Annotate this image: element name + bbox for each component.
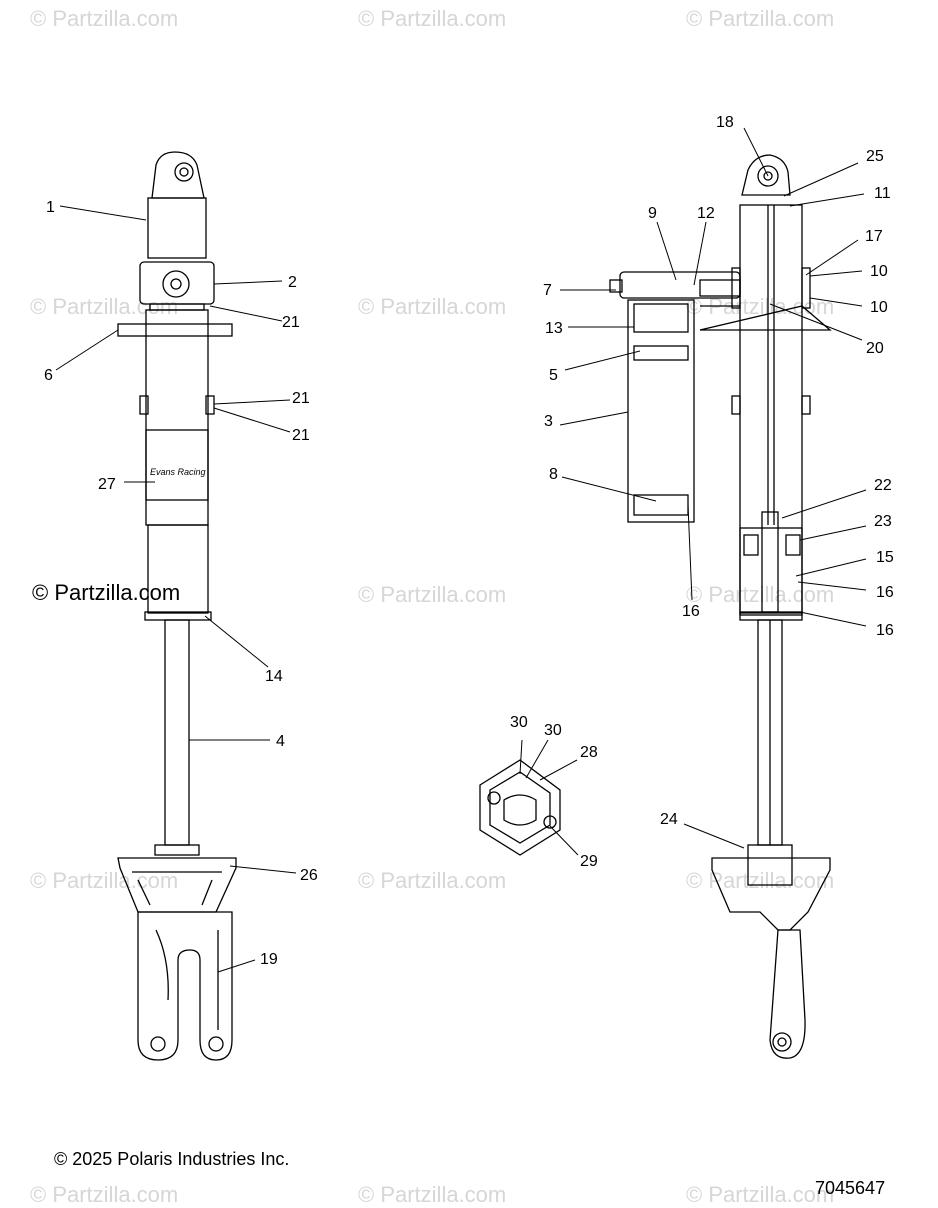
callout-number: 8 [549, 466, 558, 483]
watermark-text: © Partzilla.com [30, 294, 179, 319]
callout-number: 6 [44, 367, 53, 384]
right-shock-section [609, 154, 832, 1059]
diagram-part-number: 7045647 [815, 1178, 886, 1198]
callout-number: 27 [98, 476, 116, 493]
bearing-assembly [479, 759, 561, 856]
callout-number: 21 [292, 390, 310, 407]
adjuster-collar [139, 261, 215, 305]
callout-number: 1 [46, 199, 55, 216]
callout-number: 5 [549, 367, 558, 384]
callout-number: 17 [865, 228, 883, 245]
callout-number: 10 [870, 263, 888, 280]
callout-number: 18 [716, 114, 734, 131]
callout-number: 21 [282, 314, 300, 331]
top-eyelet [151, 151, 205, 199]
callout-number: 22 [874, 477, 892, 494]
callout-number: 16 [682, 603, 700, 620]
callout-number: 16 [876, 584, 894, 601]
callout-number: 25 [866, 148, 884, 165]
callout-number: 11 [874, 185, 891, 202]
clevis-fork [137, 911, 233, 1061]
callout-number: 15 [876, 549, 894, 566]
callout-number: 14 [265, 668, 283, 685]
watermark-text: © Partzilla.com [358, 582, 507, 607]
evans-label-text: Evans Racing [150, 467, 206, 477]
watermark-text: © Partzilla.com [686, 868, 835, 893]
leader-lines [55, 127, 867, 973]
callout-number: 10 [870, 299, 888, 316]
bottom-mount [117, 857, 237, 913]
lower-tube [147, 524, 209, 614]
section-body [739, 204, 803, 616]
callout-number: 19 [260, 951, 278, 968]
shaft [164, 619, 190, 846]
callout-number: 9 [648, 205, 657, 222]
callout-number: 23 [874, 513, 892, 530]
watermark-text: © Partzilla.com [358, 294, 507, 319]
callout-number: 4 [276, 733, 285, 750]
section-clevis [769, 929, 806, 1059]
watermark-text: © Partzilla.com [686, 582, 835, 607]
callout-number: 30 [510, 714, 528, 731]
callout-number: 20 [866, 340, 884, 357]
callout-number: 16 [876, 622, 894, 639]
mount-flange [117, 323, 233, 337]
left-shock-assembly: Evans Racing [117, 151, 237, 1061]
callout-labels: 1234567891010111213141516161617181920212… [44, 114, 894, 968]
watermark-text: © Partzilla.com [30, 6, 179, 31]
callout-number: 30 [544, 722, 562, 739]
callout-number: 21 [292, 427, 310, 444]
watermark-text: © Partzilla.com [358, 868, 507, 893]
copyright-footer: © 2025 Polaris Industries Inc. [54, 1149, 290, 1169]
body-cap [147, 197, 207, 259]
callout-number: 26 [300, 867, 318, 884]
callout-number: 13 [545, 320, 563, 337]
evans-label [145, 429, 209, 501]
callout-number: 3 [544, 413, 553, 430]
callout-number: 28 [580, 744, 598, 761]
callout-number: 29 [580, 853, 598, 870]
callout-number: 24 [660, 811, 678, 828]
copyright-watermark-main: © Partzilla.com [32, 580, 181, 605]
watermark-text: © Partzilla.com [358, 6, 507, 31]
callout-number: 2 [288, 274, 297, 291]
main-body [145, 309, 209, 526]
callout-number: 7 [543, 282, 552, 299]
callout-number: 12 [697, 205, 715, 222]
reservoir-body [627, 299, 695, 523]
watermark-text: © Partzilla.com [686, 6, 835, 31]
reservoir-head [619, 271, 741, 299]
